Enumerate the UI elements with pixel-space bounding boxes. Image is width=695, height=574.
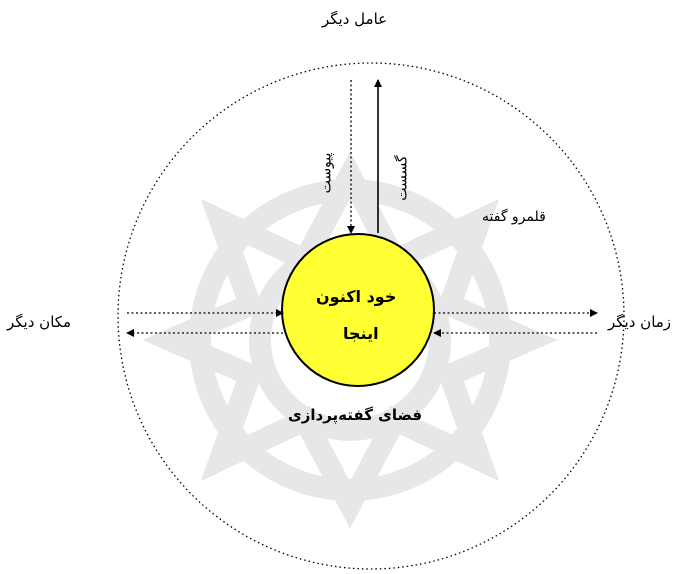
other-place-label: مکان دیگر <box>7 313 71 331</box>
other-time-label: زمان دیگر <box>608 313 671 331</box>
here-label: اینجا <box>343 324 379 343</box>
enunciation-space-label: فضای گفته‌پردازی <box>288 406 422 424</box>
other-agent-label: عامل دیگر <box>322 10 387 28</box>
rupture-label: گسست <box>395 155 411 200</box>
enunciation-center-circle <box>282 234 434 386</box>
connection-label: پیوست <box>318 153 334 194</box>
self-now-label: خود اکنون <box>316 287 396 306</box>
discourse-domain-label: قلمرو گفته <box>482 209 546 225</box>
